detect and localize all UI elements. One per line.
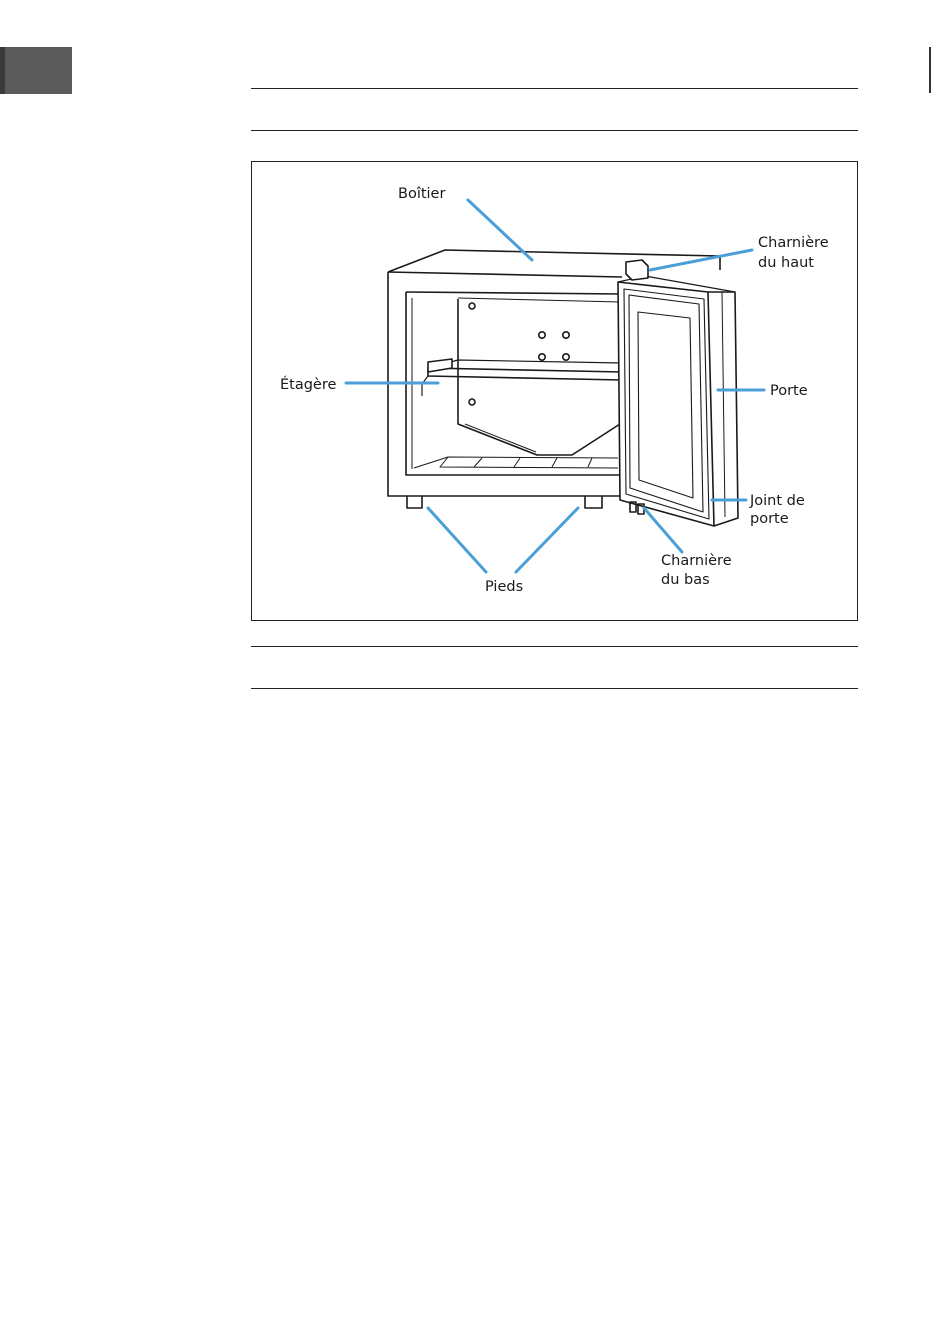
label-etagere: Étagère bbox=[280, 376, 337, 393]
callout-line-pieds-right bbox=[516, 508, 578, 572]
appliance-figure: Boîtier Charnière du haut Étagère Porte … bbox=[251, 161, 858, 621]
margin-mark bbox=[0, 47, 5, 94]
top-hinge-part bbox=[626, 260, 648, 280]
bottom-rule-2 bbox=[251, 688, 858, 689]
label-charniere-bas-line2: du bas bbox=[661, 572, 710, 588]
callout-line-pieds-left bbox=[428, 508, 486, 572]
bottom-rule-1 bbox=[251, 646, 858, 647]
label-pieds: Pieds bbox=[485, 579, 523, 595]
language-tab bbox=[0, 47, 72, 94]
label-porte: Porte bbox=[770, 383, 808, 399]
label-joint-line1: Joint de bbox=[749, 493, 805, 509]
foot-right bbox=[585, 496, 602, 508]
top-rule-2 bbox=[251, 130, 858, 131]
margin-mark-right bbox=[929, 47, 931, 93]
label-charniere-bas-line1: Charnière bbox=[661, 553, 732, 569]
label-joint-line2: porte bbox=[750, 511, 789, 527]
screw bbox=[469, 303, 475, 309]
label-boitier: Boîtier bbox=[398, 186, 445, 202]
label-charniere-haut-line1: Charnière bbox=[758, 235, 829, 251]
label-charniere-haut-line2: du haut bbox=[758, 255, 814, 271]
wine-cooler-diagram: Boîtier Charnière du haut Étagère Porte … bbox=[252, 162, 857, 620]
top-rule-1 bbox=[251, 88, 858, 89]
foot-left bbox=[407, 496, 422, 508]
cabinet-drawing bbox=[388, 250, 738, 526]
callout-line-charniere-haut bbox=[650, 250, 752, 270]
cabinet-top bbox=[388, 250, 720, 272]
shelf bbox=[428, 368, 622, 380]
